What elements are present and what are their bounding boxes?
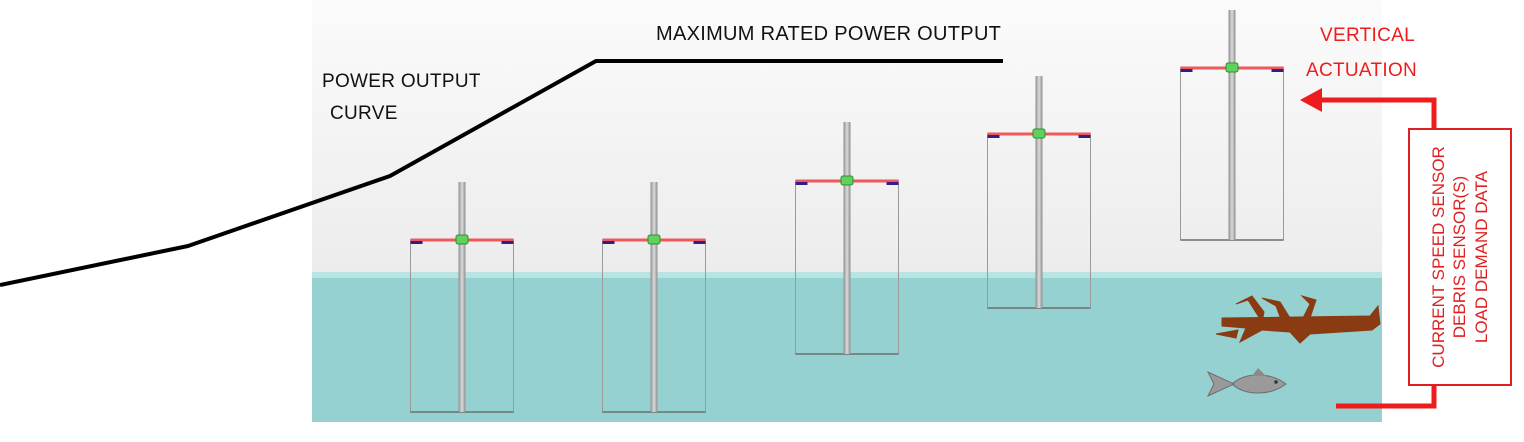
turbine-hub-icon <box>1032 128 1046 139</box>
turbine-blade-end-left <box>987 135 1000 138</box>
turbine-blade-end-right <box>501 241 514 244</box>
turbine-blade-end-left <box>795 182 808 185</box>
current-speed-sensor-label: CURRENT SPEED SENSOR <box>1429 146 1449 368</box>
turbine-shaft <box>458 182 466 412</box>
turbine-1 <box>410 182 514 413</box>
turbine-shaft <box>843 122 851 354</box>
turbine-shaft <box>1228 10 1236 240</box>
max-rated-power-label: MAXIMUM RATED POWER OUTPUT <box>656 23 1002 45</box>
debris-sensor-label: DEBRIS SENSOR(S) <box>1450 175 1470 339</box>
turbine-hub-icon <box>1225 62 1239 73</box>
actuation-arrow-head <box>1300 88 1322 112</box>
turbine-4 <box>987 76 1091 309</box>
turbine-blade-end-right <box>693 241 706 244</box>
turbine-5 <box>1180 10 1284 241</box>
turbine-blade-end-left <box>602 241 615 244</box>
turbine-blade-end-left <box>410 241 423 244</box>
load-demand-data-label: LOAD DEMAND DATA <box>1471 170 1491 344</box>
turbine-blade-end-left <box>1180 69 1193 72</box>
vertical-actuation-label: VERTICAL <box>1320 25 1415 46</box>
sensor-text-block: CURRENT SPEED SENSOR DEBRIS SENSOR(S) LO… <box>1428 146 1492 368</box>
turbine-2 <box>602 182 706 413</box>
turbine-hub-icon <box>647 234 661 245</box>
actuation-connector <box>1316 97 1437 409</box>
power-output-curve-label: POWER OUTPUT <box>322 71 481 92</box>
turbine-blade-end-right <box>1271 69 1284 72</box>
turbine-hub-icon <box>840 175 854 186</box>
power-output-curve-label-2: CURVE <box>330 103 398 124</box>
power-output-curve <box>0 59 1003 287</box>
debris-branch-icon <box>1215 294 1381 344</box>
fish-icon <box>1206 368 1287 398</box>
turbine-3 <box>795 122 899 355</box>
turbine-blade-end-right <box>886 182 899 185</box>
turbine-hub-icon <box>455 234 469 245</box>
vertical-actuation-label-2: ACTUATION <box>1306 60 1418 81</box>
turbine-shaft <box>650 182 658 412</box>
turbine-blade-end-right <box>1078 135 1091 138</box>
turbine-shaft <box>1035 76 1043 308</box>
sensor-inputs-box: CURRENT SPEED SENSOR DEBRIS SENSOR(S) LO… <box>1408 128 1512 386</box>
